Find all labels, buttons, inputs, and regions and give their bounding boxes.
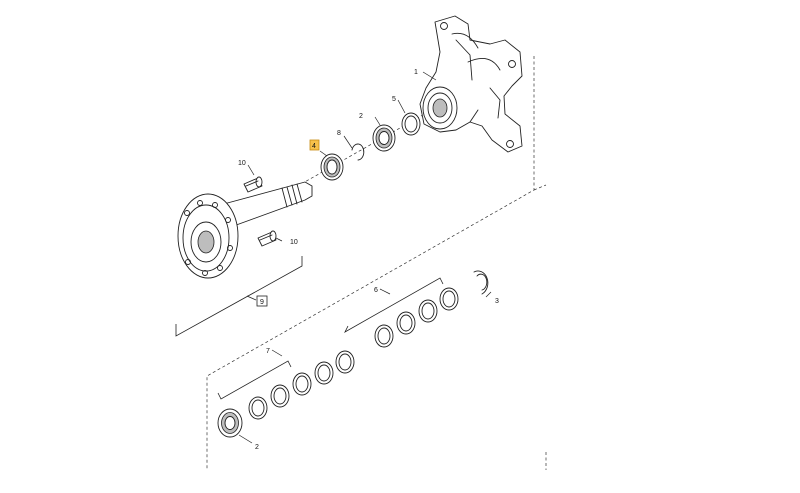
callout-7-label: 7 bbox=[266, 348, 270, 355]
callout-10-top: 10 bbox=[238, 160, 246, 167]
callout-8-label: 8 bbox=[337, 130, 341, 137]
callout-9-boxed[interactable]: 9 bbox=[256, 295, 268, 307]
part-7-washer-set[interactable] bbox=[248, 350, 355, 420]
part-10-stud-top[interactable] bbox=[243, 176, 263, 193]
callout-4-highlight-box bbox=[309, 139, 320, 151]
callout-3-label: 3 bbox=[495, 298, 499, 305]
part-3-snap-ring[interactable] bbox=[473, 270, 489, 295]
part-1-hub-housing[interactable] bbox=[419, 15, 523, 153]
part-8-retaining-ring[interactable] bbox=[351, 143, 365, 161]
callout-2-bottom: 2 bbox=[255, 444, 259, 451]
part-4-seal[interactable] bbox=[320, 153, 344, 181]
callout-10-bottom-label: 10 bbox=[290, 239, 298, 246]
part-2-bearing-bottom[interactable] bbox=[217, 408, 243, 438]
callout-10-top-label: 10 bbox=[238, 160, 246, 167]
part-6-washer-set[interactable] bbox=[374, 287, 459, 348]
bracket-part-7 bbox=[217, 360, 292, 400]
bracket-part-9 bbox=[175, 256, 303, 337]
callout-4-label: 4 bbox=[312, 143, 316, 150]
callout-2-top: 2 bbox=[359, 113, 363, 120]
callout-10-bottom: 10 bbox=[290, 239, 298, 246]
callout-1: 1 bbox=[414, 69, 418, 76]
callout-1-label: 1 bbox=[414, 69, 418, 76]
callout-9-label: 9 bbox=[260, 299, 264, 306]
callout-4-highlighted[interactable]: 4 bbox=[309, 139, 320, 151]
callout-2-bottom-label: 2 bbox=[255, 444, 259, 451]
callout-3: 3 bbox=[495, 298, 499, 305]
callout-9-box bbox=[256, 295, 268, 307]
callout-6: 6 bbox=[374, 287, 378, 294]
leader-lines bbox=[238, 71, 492, 444]
part-5-seal-ring[interactable] bbox=[401, 112, 421, 136]
callout-6-label: 6 bbox=[374, 287, 378, 294]
callout-7: 7 bbox=[266, 348, 270, 355]
callout-2-top-label: 2 bbox=[359, 113, 363, 120]
callout-5: 5 bbox=[392, 96, 396, 103]
callout-8: 8 bbox=[337, 130, 341, 137]
part-10-stud-bottom[interactable] bbox=[257, 230, 277, 247]
bracket-part-6 bbox=[344, 277, 444, 333]
part-2-bearing-top[interactable] bbox=[372, 124, 396, 152]
callout-5-label: 5 bbox=[392, 96, 396, 103]
axle-shaft-flange[interactable] bbox=[177, 181, 313, 279]
